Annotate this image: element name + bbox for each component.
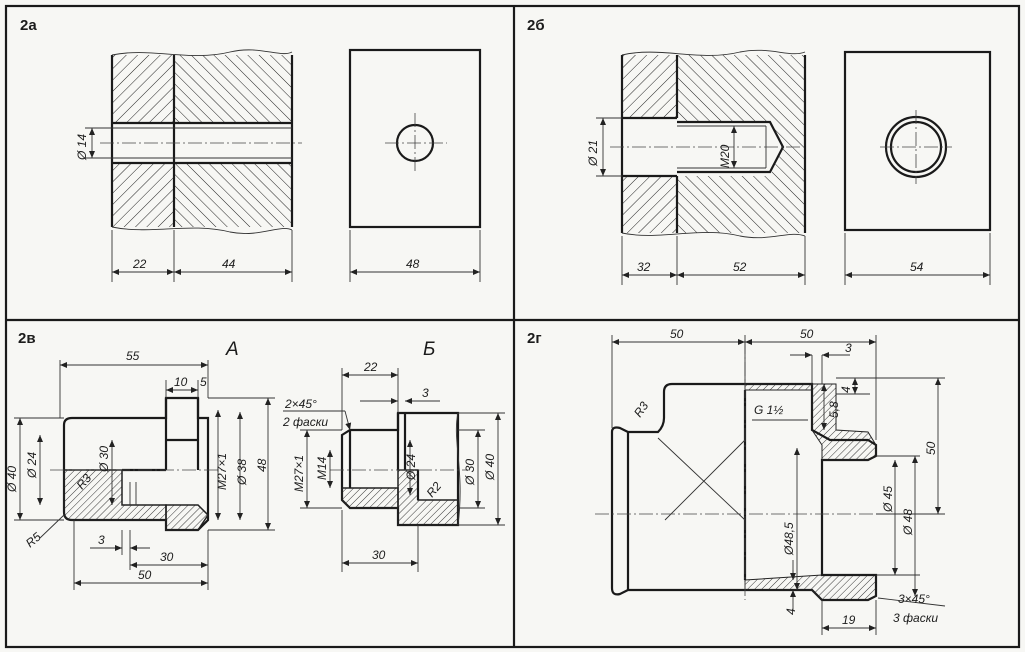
panel-2g-label: 2г bbox=[527, 330, 542, 347]
dim-2b-d21: Ø 21 bbox=[586, 140, 600, 167]
panel-2v-label: 2в bbox=[18, 330, 36, 347]
dim-2g-g: G 1½ bbox=[754, 403, 783, 417]
panel-2b: 2б 32 52 bbox=[527, 17, 992, 285]
view-a-label: А bbox=[225, 339, 239, 360]
dim-2a-44: 44 bbox=[222, 257, 236, 271]
part-a-dimensions: 55 10 5 Ø 40 Ø 24 R3 Ø 30 M27×1 Ø 38 48 … bbox=[5, 349, 275, 590]
dim-2v-b2x45: 2×45° bbox=[284, 397, 317, 411]
dim-2g-4a: 4 bbox=[839, 386, 853, 393]
dim-2a-d14: Ø 14 bbox=[75, 134, 89, 161]
dim-2v-b22: 22 bbox=[363, 360, 378, 374]
dim-2v-10: 10 bbox=[174, 375, 188, 389]
panel-2g: 2г 50 50 3 bbox=[527, 327, 946, 635]
dim-2g-50b: 50 bbox=[800, 327, 814, 341]
dim-2v-d40: Ø 40 bbox=[5, 466, 19, 493]
dimensions-2b: 32 52 54 Ø 21 M20 bbox=[586, 117, 991, 285]
dim-2v-bm14: M14 bbox=[315, 456, 329, 480]
dim-2g-3faski: 3 фаски bbox=[893, 611, 938, 625]
dim-2g-4b: 4 bbox=[784, 608, 798, 615]
dim-2v-d38: Ø 38 bbox=[235, 459, 249, 486]
dim-2v-5: 5 bbox=[200, 375, 207, 389]
side-view-2a bbox=[348, 48, 482, 229]
dim-2v-b3: 3 bbox=[422, 386, 429, 400]
dim-2v-d30: Ø 30 bbox=[97, 446, 111, 473]
outer-frame bbox=[4, 4, 1021, 649]
dim-2g-d45: Ø 45 bbox=[881, 486, 895, 513]
dim-2v-50: 50 bbox=[138, 568, 152, 582]
part-b-dimensions: 22 2×45° 2 фаски 3 M27×1 M14 Ø 24 R2 Ø 3… bbox=[282, 360, 505, 572]
side-view-2b bbox=[843, 50, 992, 232]
dim-2v-m27: M27×1 bbox=[215, 453, 229, 490]
dim-2g-d48: Ø 48 bbox=[901, 509, 915, 536]
panel-2v: 2в А Б 55 10 5 Ø 40 Ø 24 R3 bbox=[5, 330, 505, 590]
dim-2a-22: 22 bbox=[132, 257, 147, 271]
part-section-2a bbox=[100, 49, 302, 234]
dim-2v-br2: R2 bbox=[424, 479, 445, 500]
dimensions-2a: 22 44 48 Ø 14 bbox=[75, 127, 481, 282]
dim-2v-bd30: Ø 30 bbox=[463, 459, 477, 486]
part-a-drawing bbox=[50, 396, 225, 532]
dim-2b-52: 52 bbox=[733, 260, 747, 274]
dim-2v-b30: 30 bbox=[372, 548, 386, 562]
dim-2v-55: 55 bbox=[126, 349, 140, 363]
dim-2g-50v: 50 bbox=[924, 441, 938, 455]
dim-2v-d24: Ø 24 bbox=[25, 452, 39, 479]
dim-2v-bm27: M27×1 bbox=[292, 455, 306, 492]
dim-2v-bd40: Ø 40 bbox=[483, 454, 497, 481]
panel-2b-label: 2б bbox=[527, 17, 545, 34]
dim-2g-50a: 50 bbox=[670, 327, 684, 341]
dim-2v-30: 30 bbox=[160, 550, 174, 564]
panel-2a: 2а 22 44 4 bbox=[20, 17, 482, 282]
dim-2a-48: 48 bbox=[406, 257, 420, 271]
dim-2v-3: 3 bbox=[98, 533, 105, 547]
dim-2g-19: 19 bbox=[842, 613, 856, 627]
view-b-label: Б bbox=[423, 339, 435, 360]
part-section-2b bbox=[610, 49, 807, 239]
dim-2b-54: 54 bbox=[910, 260, 924, 274]
dim-2g-3: 3 bbox=[845, 341, 852, 355]
part-b-drawing bbox=[330, 411, 470, 527]
dim-2g-58: 5,8 bbox=[827, 401, 841, 418]
tee-fitting-dimensions: 50 50 3 4 5,8 R3 G 1½ 50 Ø 45 Ø 48 bbox=[611, 327, 946, 635]
dim-2g-r3: R3 bbox=[631, 399, 651, 420]
dim-2v-r5: R5 bbox=[23, 530, 44, 551]
dim-2v-48: 48 bbox=[255, 458, 269, 472]
dim-2b-32: 32 bbox=[637, 260, 651, 274]
dim-2b-m20: M20 bbox=[718, 144, 732, 168]
dim-2v-bd24: Ø 24 bbox=[404, 454, 418, 481]
tee-fitting-drawing bbox=[595, 340, 925, 602]
dim-2g-d485: Ø48,5 bbox=[782, 522, 796, 556]
panel-2a-label: 2а bbox=[20, 17, 37, 34]
dim-2g-3x45: 3×45° bbox=[898, 592, 930, 606]
dim-2v-b2faski: 2 фаски bbox=[282, 415, 328, 429]
